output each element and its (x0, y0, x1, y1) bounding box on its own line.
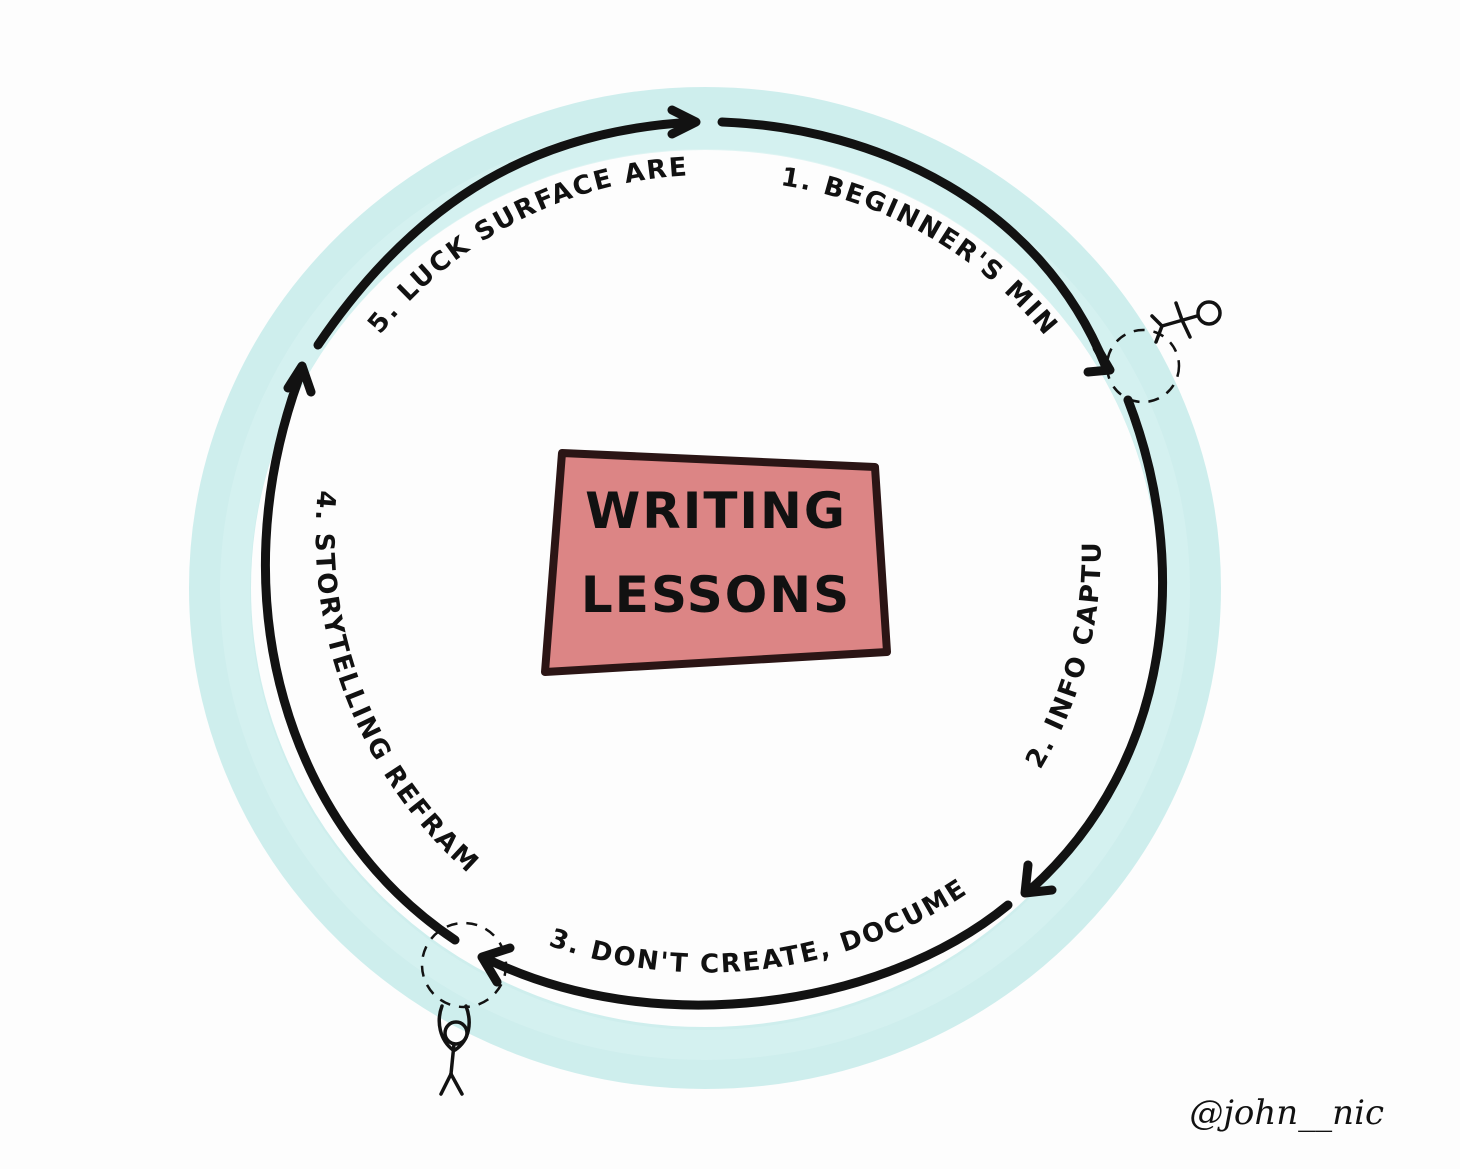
arc-beginners-mind (717, 117, 1110, 370)
title-line-1: WRITING (585, 482, 847, 540)
dashed-circle-top-right (1105, 328, 1181, 404)
stick-figure-lifting-icon (437, 1004, 471, 1096)
arc-info-capture (1025, 395, 1167, 895)
arrowhead-info-capture (1020, 860, 1057, 898)
title-box (541, 449, 891, 676)
author-credit: @john__nic (1189, 1093, 1384, 1133)
title-line-2: LESSONS (581, 566, 851, 624)
arrowhead-luck-surface-area (667, 105, 701, 139)
arrowhead-dont-create (477, 943, 515, 987)
arc-dont-create (480, 900, 1013, 1010)
halo-ring-inner (220, 120, 1190, 1060)
dashed-circle-bottom-left (420, 921, 508, 1009)
dashed-circles (420, 328, 1181, 1009)
arrowhead-beginners-mind (1083, 343, 1115, 377)
arc-luck-surface-area (313, 117, 700, 350)
stick-figure-icon (1150, 300, 1222, 344)
cycle-arrows (260, 105, 1167, 1010)
arrowhead-storytelling-reframe (283, 361, 316, 397)
arc-storytelling-reframe (260, 365, 460, 945)
